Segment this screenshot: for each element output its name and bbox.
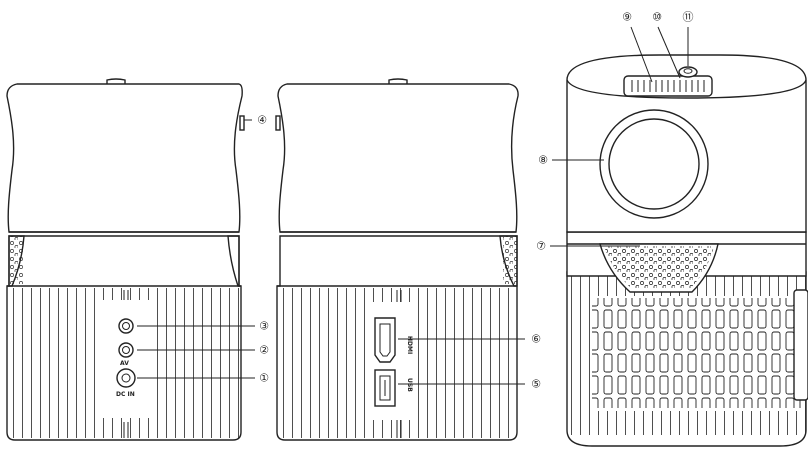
av-port — [118, 342, 134, 358]
callout-6: ⑥ — [531, 333, 541, 346]
callout-4: ④ — [257, 114, 267, 127]
left-grille-holes-left — [9, 236, 23, 284]
usb-port-label: USB — [406, 378, 413, 392]
speaker-grille-holes — [604, 246, 714, 289]
av-port-inner — [122, 346, 130, 354]
middle-side-button — [275, 115, 281, 131]
side-button — [239, 115, 245, 131]
left-port-panel — [96, 300, 154, 418]
middle-grille-holes — [503, 236, 517, 284]
focus-wheel-grooves — [631, 80, 705, 92]
usb-port-inner — [379, 375, 391, 401]
callout-9: ⑨ — [622, 11, 632, 24]
dc-in-port — [116, 368, 136, 388]
hdmi-port — [374, 317, 396, 363]
front-side-port-strip — [793, 289, 808, 401]
middle-top-cap — [388, 78, 408, 84]
leader-top-panel — [657, 26, 681, 79]
power-button-inner — [683, 68, 693, 74]
left-side-view: AV DC IN — [6, 78, 245, 441]
callout-1: ① — [259, 372, 269, 385]
left-grille-patch-right — [227, 235, 240, 287]
audio-port — [118, 318, 134, 334]
callout-8: ⑧ — [538, 154, 548, 167]
callout-numbers: ① ② ③ ④ ⑤ ⑥ ⑦ ⑧ ⑨ ⑩ ⑪ — [257, 11, 693, 391]
callout-5: ⑤ — [531, 378, 541, 391]
callout-7: ⑦ — [536, 240, 546, 253]
lens — [608, 118, 700, 210]
hdmi-port-label: HDMI — [406, 336, 413, 354]
hdmi-port-inner — [379, 323, 391, 357]
right-side-view: HDMI USB — [275, 78, 519, 441]
callout-3: ③ — [259, 320, 269, 333]
dc-in-port-inner — [121, 373, 131, 383]
left-upper-body — [6, 83, 243, 233]
av-port-label: AV — [120, 360, 129, 367]
callout-leaders — [137, 26, 689, 385]
left-top-cap — [106, 78, 126, 84]
front-perspective-view — [566, 54, 808, 447]
front-top-rim — [566, 79, 807, 99]
callout-2: ② — [259, 344, 269, 357]
callout-10: ⑩ — [652, 11, 662, 24]
dc-in-port-label: DC IN — [116, 391, 135, 398]
middle-upper-body — [277, 83, 519, 233]
callout-11: ⑪ — [683, 11, 694, 24]
leader-focus-wheel — [630, 26, 653, 83]
audio-port-inner — [122, 322, 130, 330]
front-vent-slots — [592, 298, 802, 408]
power-button — [678, 66, 698, 78]
